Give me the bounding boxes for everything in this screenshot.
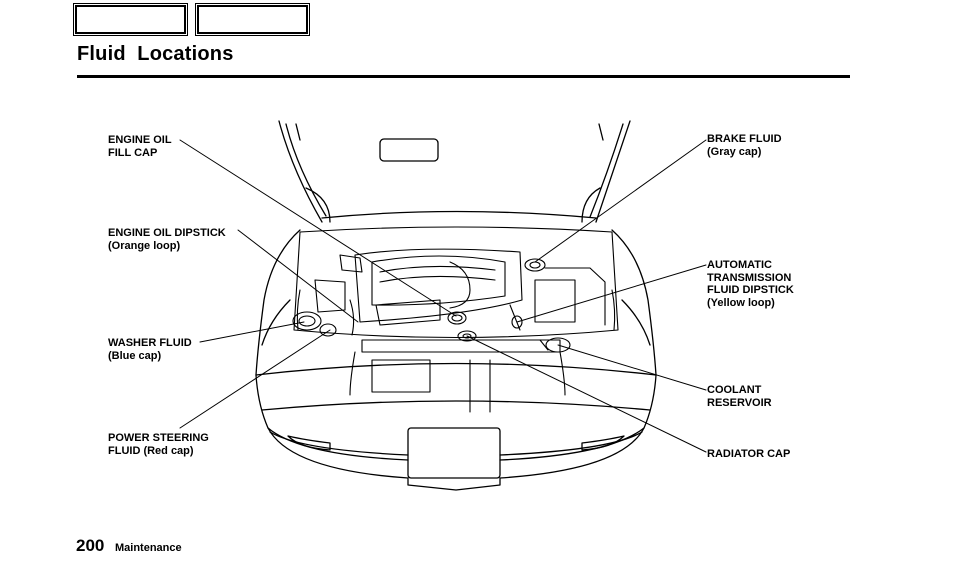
engine-compartment-illustration [292,226,619,413]
callout-label: ENGINE OIL [108,134,172,146]
header-tab-box-left [73,3,188,36]
callout-label: POWER STEERING [108,432,209,444]
callout-sublabel: (Blue cap) [108,349,162,362]
callout-leader-lines [179,139,707,453]
title-divider [77,75,850,78]
callout-engine-oil-fill-cap: ENGINE OIL FILL CAP [108,134,172,159]
callout-sublabel: (Gray cap) [707,145,762,158]
callout-label: BRAKE FLUID [707,133,782,145]
callout-label: COOLANT [707,384,762,396]
callout-engine-oil-dipstick: ENGINE OIL DIPSTICK (Orange loop) [108,227,226,252]
callout-label: RADIATOR CAP [707,448,791,460]
callout-label: FLUID DIPSTICK [707,284,794,296]
callout-label: RESERVOIR [707,396,772,409]
callout-label: AUTOMATIC [707,259,772,271]
header-tab-box-right [195,3,310,36]
callout-sublabel: (Orange loop) [108,239,181,252]
callout-label: FILL CAP [108,146,158,159]
callout-label: ENGINE OIL DIPSTICK [108,227,226,239]
car-body-illustration [255,229,657,491]
hood-illustration [278,120,631,223]
callout-coolant-reservoir: COOLANT RESERVOIR [707,384,772,409]
callout-label: FLUID (Red cap) [108,444,194,457]
callout-sublabel: (Yellow loop) [707,296,775,309]
callout-brake-fluid: BRAKE FLUID (Gray cap) [707,133,782,158]
callout-radiator-cap: RADIATOR CAP [707,448,790,461]
callout-washer-fluid: WASHER FLUID (Blue cap) [108,337,192,362]
callout-power-steering-fluid: POWER STEERING FLUID (Red cap) [108,432,209,457]
callout-label: TRANSMISSION [707,271,792,284]
callout-atf-dipstick: AUTOMATIC TRANSMISSION FLUID DIPSTICK (Y… [707,259,794,309]
page-number: 200 [76,536,105,555]
section-name: Maintenance [115,542,182,554]
callout-label: WASHER FLUID [108,337,192,349]
page-title: Fluid Locations [77,43,234,65]
